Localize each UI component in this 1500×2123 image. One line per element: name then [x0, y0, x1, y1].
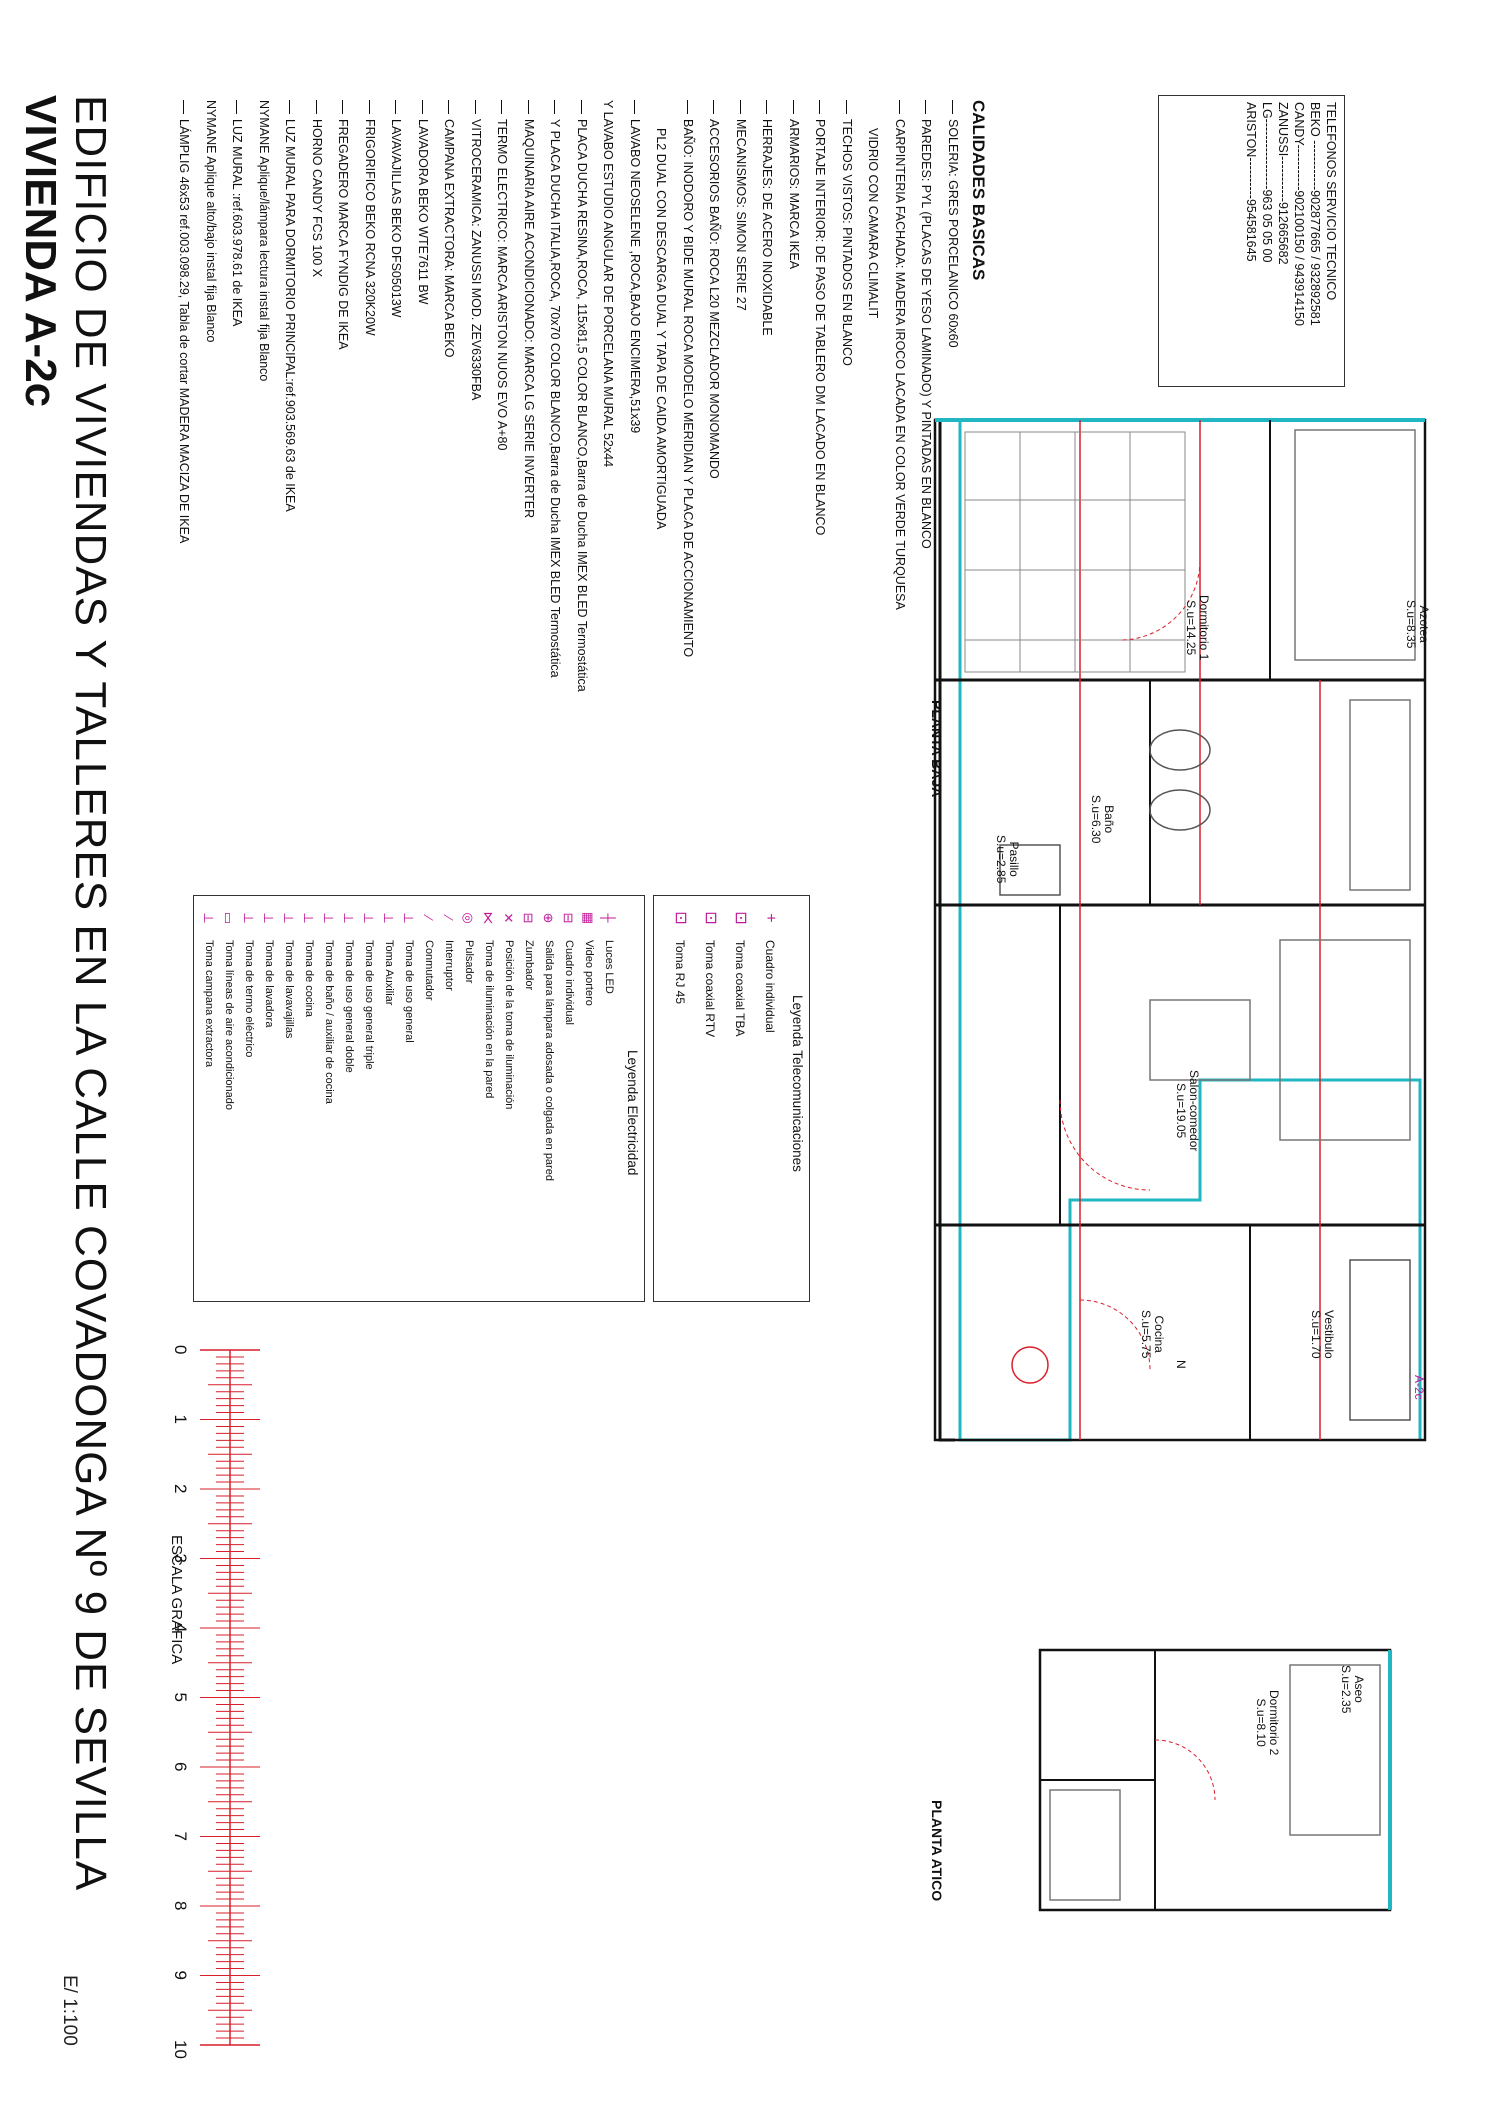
legend-electric-symbol-icon: ⋉ [481, 911, 496, 925]
legend-electric-symbol-icon: ⊟ [521, 912, 536, 924]
legend-electric-symbol-icon: ∕ [441, 916, 456, 920]
scale-tick-label: 8 [171, 1901, 190, 1911]
legend-electric-row: Posición de la toma de iluminación [503, 940, 515, 1110]
legend-electric-symbol-icon: ▭ [221, 911, 236, 925]
legend-electric-row: Zumbador [523, 940, 535, 991]
legend-electric-row: Toma Auxiliar [383, 940, 395, 1006]
scale-tick-label: 6 [171, 1762, 190, 1772]
legend-electric-row: Toma de cocina [303, 940, 315, 1018]
scale-tick-label: 2 [171, 1484, 190, 1494]
scale-tick-label: 9 [171, 1970, 190, 1980]
legend-electric-row: Pulsador [463, 940, 475, 984]
legend-electric-symbol-icon: ✕ [501, 912, 516, 924]
legend-electric-symbol-icon: ⊥ [241, 912, 256, 924]
legend-electric-row: Toma de uso general doble [343, 940, 355, 1073]
scale-tick-label: 5 [171, 1692, 190, 1702]
legend-electric-symbol-icon: ┼ [601, 913, 616, 923]
legend-electric-symbol-icon: ⊥ [201, 912, 216, 924]
legend-electric-symbol-icon: ⊥ [361, 912, 376, 924]
legend-electric-symbol-icon: ⊥ [321, 912, 336, 924]
scale-tick-label: 10 [171, 2040, 190, 2059]
legend-electric-symbol-icon: ▦ [581, 911, 596, 925]
legend-telecom-symbol-icon: ⊡ [702, 911, 719, 925]
legend-electric-row: Toma campana extractora [203, 940, 215, 1068]
legend-electric-symbol-icon: ⊥ [261, 912, 276, 924]
legend-electric-symbol-icon: ⊟ [561, 912, 576, 924]
legend-electric-symbol-icon: ⊥ [301, 912, 316, 924]
legend-electric-symbol-icon: ⊥ [341, 912, 356, 924]
drawing-scale: E/ 1:100 [59, 1975, 80, 2046]
scale-tick-label: 1 [171, 1414, 190, 1424]
legend-electric-symbol-icon: ◎ [461, 912, 476, 924]
legend-electric-row: Toma de uso general [403, 940, 415, 1043]
legend-telecom-title: Leyenda Telecomunicaciones [790, 995, 805, 1172]
scale-tick-label: 3 [171, 1553, 190, 1563]
legend-electric-row: Luces LED [603, 940, 615, 994]
planta-atico-label: PLANTA ATICO [929, 1800, 945, 1902]
legend-electric-row: Toma de baño / auxiliar de cocina [323, 940, 335, 1104]
legend-electric-row: Cuadro individual [563, 940, 575, 1025]
planta-baja-walls [933, 418, 1427, 1442]
legend-electric-row: Toma de termo eléctrico [243, 940, 255, 1058]
legend-electric-row: Toma líneas de aire acondicionado [223, 940, 235, 1111]
legend-electric-symbol-icon: ∕ [421, 916, 436, 920]
legend-electric-title: Leyenda Electricidad [625, 1050, 640, 1176]
legend-electric-row: Toma de iluminación en la pared [483, 940, 495, 1099]
legend-electric-row: Toma de lavadora [263, 940, 275, 1028]
planta-baja-label: PLANTA BAJA [929, 700, 945, 798]
legend-telecom-symbol-icon: ⊡ [732, 911, 749, 925]
scale-tick-label: 4 [171, 1623, 190, 1633]
legend-electric-symbol-icon: ⊥ [281, 912, 296, 924]
legend-electric-row: Salida para lámpara adosada o colgada en… [543, 940, 555, 1181]
legend-telecom-row: Cuadro individual [763, 940, 777, 1033]
legend-telecom-symbol-icon: ⊡ [672, 911, 689, 925]
legend-telecom-row: Toma coaxial RTV [703, 940, 717, 1038]
legend-electric-symbol-icon: ⊥ [381, 912, 396, 924]
legend-telecom-symbol-icon: + [762, 913, 779, 923]
dwelling-title: VIVIENDA A-2c [16, 95, 65, 408]
scale-tick-label: 7 [171, 1831, 190, 1841]
legend-telecom-row: Toma RJ 45 [673, 940, 687, 1005]
building-title: EDIFICIO DE VIVIENDAS Y TALLERES EN LA C… [66, 95, 115, 1892]
legend-electric-row: Toma de lavavajillas [283, 940, 295, 1039]
scale-tick-label: 0 [171, 1345, 190, 1355]
planta-atico-walls [1038, 1648, 1392, 1912]
door-tag: A-2c [1412, 1375, 1426, 1400]
legend-electric-row: Video portero [583, 940, 595, 1006]
legend-electric-symbol-icon: ⊕ [541, 912, 556, 924]
legend-electric-row: Toma de uso general triple [363, 940, 375, 1070]
fridge-tag: N [1174, 1360, 1188, 1369]
legend-electric-row: Conmutador [423, 940, 435, 1001]
legend-electric-box [193, 895, 645, 1302]
legend-electric-row: Interruptor [443, 940, 455, 991]
legend-telecom-row: Toma coaxial TBA [733, 940, 747, 1037]
legend-electric-symbol-icon: ⊥ [401, 912, 416, 924]
